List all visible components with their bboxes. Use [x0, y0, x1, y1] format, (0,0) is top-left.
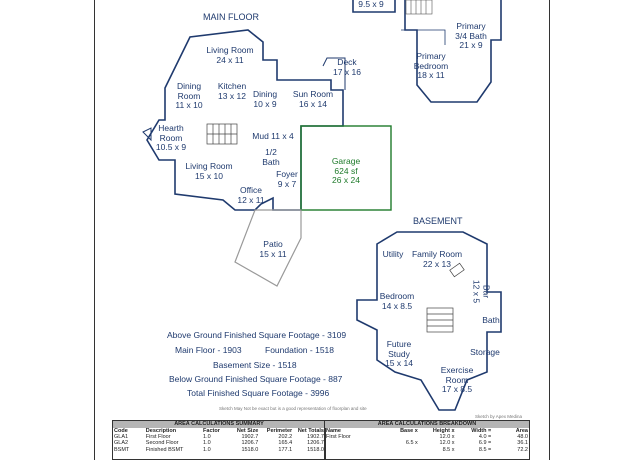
summary-above-ground: Above Ground Finished Square Footage - 3…: [167, 330, 347, 340]
area-summary-title: AREA CALCULATIONS SUMMARY: [113, 421, 325, 428]
garage-outline: [300, 125, 392, 211]
room-storage: Storage: [470, 347, 500, 357]
room-utility: Utility: [382, 249, 404, 259]
deck-outline: [322, 57, 346, 90]
room-upper-top: 9.5 x 9: [358, 0, 384, 9]
summary-basement-size: Basement Size - 1518: [213, 360, 297, 370]
main-floor-title: MAIN FLOOR: [203, 12, 260, 22]
basement-outline: [356, 231, 502, 411]
area-breakdown-title: AREA CALCULATIONS BREAKDOWN: [325, 421, 529, 428]
summary-main-floor: Main Floor - 1903: [175, 345, 242, 355]
upper-floor-outline: [352, 0, 502, 103]
bar-counter: [449, 262, 465, 278]
floorplan-drawing: [142, 0, 502, 411]
summary-below-ground: Below Ground Finished Square Footage - 8…: [169, 374, 343, 384]
basement-stairs-icon: [426, 307, 454, 333]
room-bath: Bath: [482, 315, 500, 325]
patio-outline: [234, 209, 302, 287]
hearth-icon: [142, 127, 152, 142]
summary-total: Total Finished Square Footage - 3996: [187, 388, 330, 398]
basement-title: BASEMENT: [413, 216, 463, 226]
upper-stairs-icon: [405, 0, 433, 15]
room-mud: Mud 11 x 4: [252, 131, 294, 141]
summary-foundation: Foundation - 1518: [265, 345, 334, 355]
main-stairs-icon: [206, 123, 238, 145]
sketch-credit: Sketch by Apex Medina: [475, 414, 523, 419]
table-row: 8.5 x 8.5 =72.2: [442, 446, 528, 453]
disclaimer-note: Sketch May Not be exact but is a good re…: [219, 406, 367, 411]
